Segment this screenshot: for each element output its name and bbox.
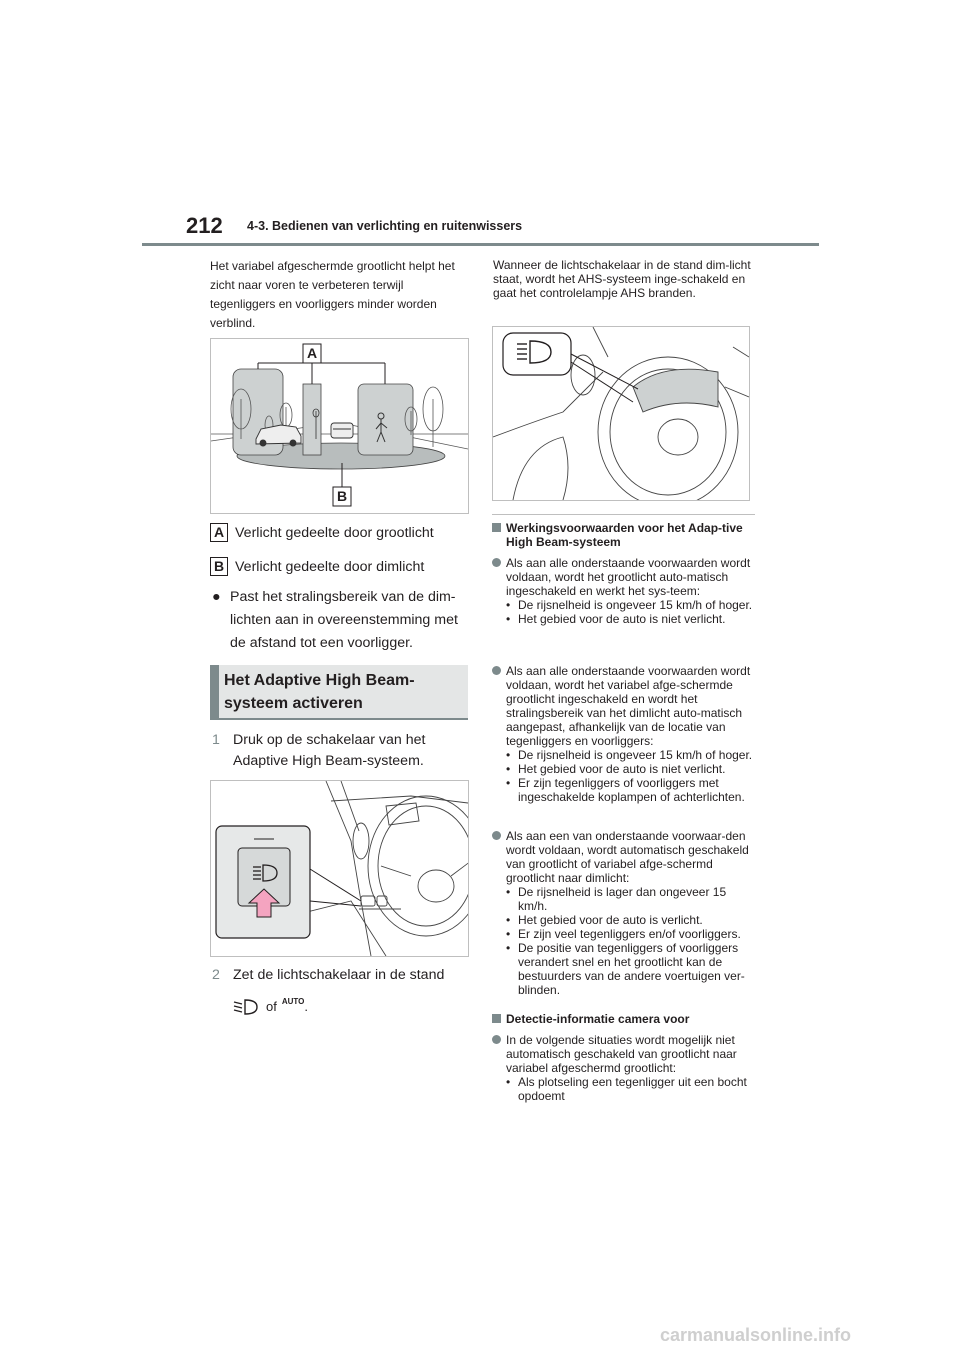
para3-item: Het gebied voor de auto is verlicht. <box>506 913 755 927</box>
para4-item: Als plotseling een tegenligger uit een b… <box>506 1075 755 1103</box>
para2-item: Het gebied voor de auto is niet verlicht… <box>506 762 755 776</box>
para3-text: Als aan een van onderstaande voorwaar-de… <box>506 829 749 885</box>
sec1-square-icon <box>492 523 501 532</box>
switch-drawing <box>215 781 468 956</box>
para4: In de volgende situaties wordt mogelijk … <box>492 1033 755 1103</box>
road-scene-drawing: A B <box>211 343 468 507</box>
page-number: 212 <box>186 213 223 238</box>
header-rule <box>142 243 819 246</box>
para2-dot-icon <box>492 666 501 675</box>
step-2-of: of <box>266 998 277 1014</box>
para3-item: Er zijn veel tegenliggers en/of voorligg… <box>506 927 755 941</box>
para2-item: De rijsnelheid is ongeveer 15 km/h of ho… <box>506 748 755 762</box>
sec2-square-icon <box>492 1014 501 1023</box>
para1-text: Als aan alle onderstaande voorwaarden wo… <box>506 556 751 598</box>
legend-a-box: A <box>210 523 228 542</box>
step-1-text: Druk op de schakelaar van het Adaptive H… <box>233 732 426 769</box>
step-2-period: . <box>304 998 308 1014</box>
road-illustration: A B <box>210 338 469 514</box>
bullet-text: Past het stralingsbereik van de dim-lich… <box>230 589 458 651</box>
para2: Als aan alle onderstaande voorwaarden wo… <box>492 664 755 804</box>
section-title: 4-3. Bedienen van verlichting en ruitenw… <box>247 219 523 233</box>
step-2-number: 2 <box>212 967 220 983</box>
para2-text: Als aan alle onderstaande voorwaarden wo… <box>506 664 751 748</box>
switch-illustration <box>210 780 469 957</box>
bullet-dot: ● <box>212 589 221 605</box>
para1-dot-icon <box>492 558 501 567</box>
step-2-text: Zet de lichtschakelaar in de stand <box>233 967 445 983</box>
legend-b: B Verlicht gedeelte door dimlicht <box>210 557 424 576</box>
fig1-label-a: A <box>307 345 317 361</box>
heading-accent-bar <box>210 665 219 720</box>
legend-b-text: Verlicht gedeelte door dimlicht <box>235 558 425 575</box>
step-2: 2 Zet de lichtschakelaar in de stand <box>212 965 472 987</box>
legend-b-box: B <box>210 557 228 576</box>
step-2-options: of AUTO . <box>232 995 308 1017</box>
para1-item: De rijsnelheid is ongeveer 15 km/h of ho… <box>506 598 755 612</box>
section-heading-box: Het Adaptive High Beam-systeem activeren <box>210 665 468 720</box>
fig1-label-b: B <box>337 488 347 504</box>
para4-text: In de volgende situaties wordt mogelijk … <box>506 1033 737 1075</box>
para3: Als aan een van onderstaande voorwaar-de… <box>492 829 755 997</box>
para3-dot-icon <box>492 831 501 840</box>
para1: Als aan alle onderstaande voorwaarden wo… <box>492 556 755 626</box>
step-1: 1 Druk op de schakelaar van het Adaptive… <box>212 730 472 774</box>
legend-a-text: Verlicht gedeelte door grootlicht <box>235 524 434 541</box>
sec2-title: Detectie-informatie camera voor <box>506 1012 690 1026</box>
low-beam-icon <box>233 999 258 1015</box>
para3-item: De rijsnelheid is lager dan ongeveer 15 … <box>506 885 755 913</box>
step-1-number: 1 <box>212 732 220 748</box>
para1-item: Het gebied voor de auto is niet verlicht… <box>506 612 755 626</box>
indicator-drawing <box>493 327 749 500</box>
section-heading: Het Adaptive High Beam-systeem activeren <box>224 672 415 712</box>
legend-a: A Verlicht gedeelte door grootlicht <box>210 523 434 542</box>
intro-paragraph: Het variabel afgeschermde grootlicht hel… <box>210 259 455 330</box>
para2-item: Er zijn tegenliggers of voorliggers met … <box>506 776 755 804</box>
indicator-illustration <box>492 326 750 501</box>
sec1: Werkingsvoorwaarden voor het Adap-tive H… <box>492 521 755 549</box>
heading-underline <box>210 718 468 720</box>
para4-dot-icon <box>492 1035 501 1044</box>
right-divider <box>492 514 755 515</box>
auto-icon: AUTO <box>281 996 305 1006</box>
watermark: carmanualsonline.info <box>660 1325 852 1345</box>
sec1-title: Werkingsvoorwaarden voor het Adap-tive H… <box>506 521 743 549</box>
bullet-item: ● Past het stralingsbereik van de dim-li… <box>212 586 472 656</box>
sec2: Detectie-informatie camera voor <box>492 1012 755 1026</box>
para3-item: De positie van tegenliggers of voorligge… <box>506 941 755 997</box>
right-intro: Wanneer de lichtschakelaar in de stand d… <box>493 258 751 300</box>
